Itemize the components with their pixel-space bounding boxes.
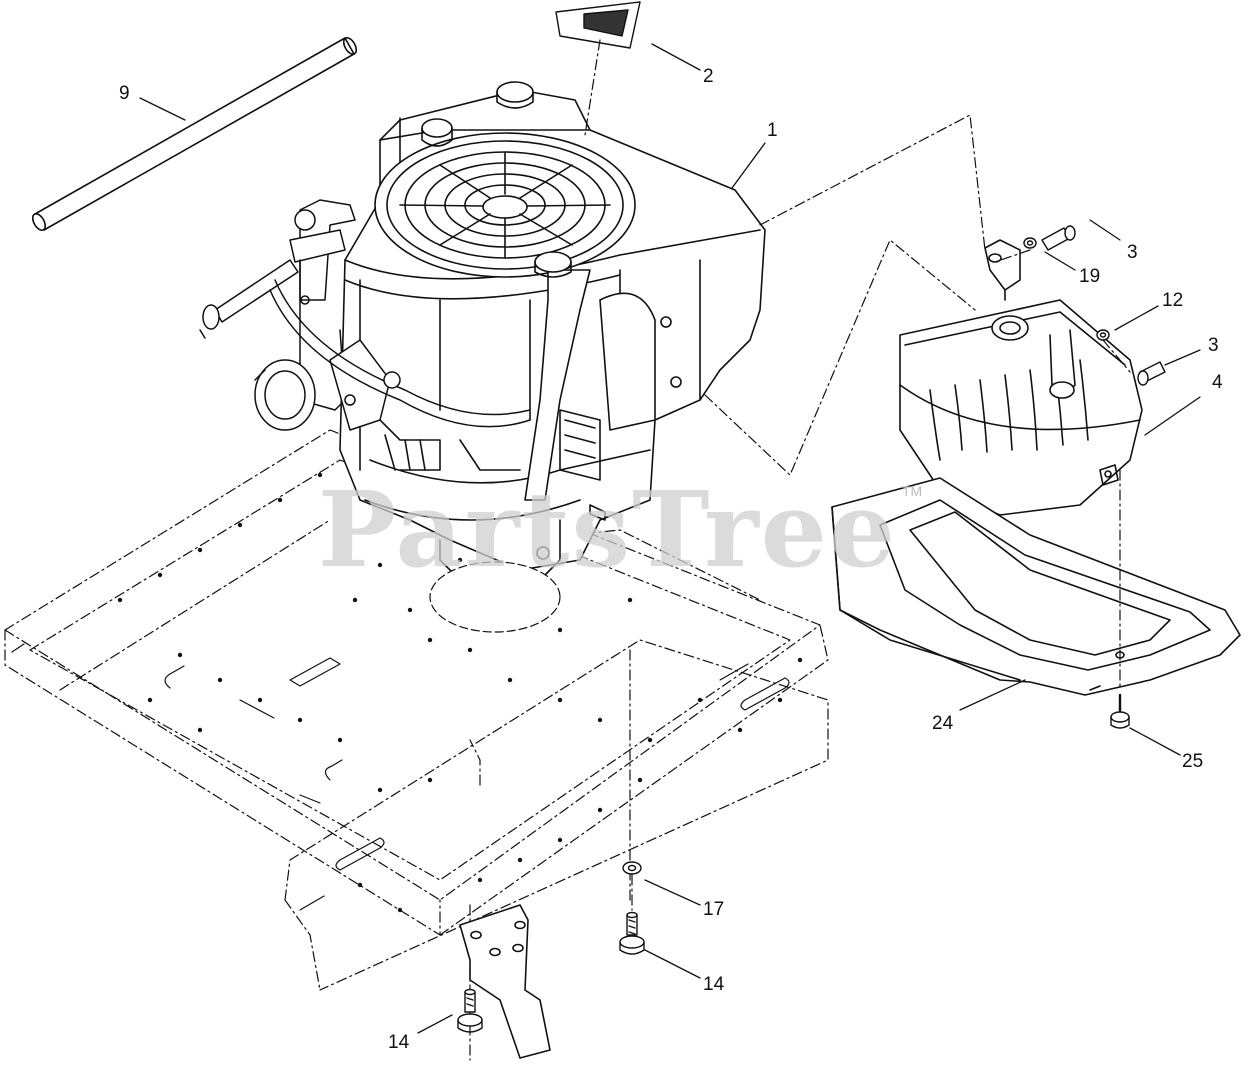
engine-mount-bracket [459,904,551,1059]
decal [555,1,641,49]
decal-leader-dashed [584,39,601,136]
shield-bolt [1110,693,1130,729]
callout-3-upper: 3 [1127,242,1138,263]
frame-slots [11,643,790,911]
leader-lines [139,43,1201,1034]
engine-left-components [199,199,531,431]
frame-chassis [4,429,829,1061]
watermark-logo: PartsTree [318,468,898,591]
callout-3-lower: 3 [1208,335,1219,356]
engine [339,81,766,606]
callout-1: 1 [767,120,778,141]
frame-bolts [457,861,645,1033]
frame-holes [117,472,803,913]
callout-2: 2 [703,66,714,87]
callout-4: 4 [1212,372,1223,393]
callout-12: 12 [1162,290,1184,311]
pto-opening [429,561,561,633]
watermark-trademark: TM [902,483,923,499]
callout-9: 9 [119,83,130,104]
callout-24: 24 [932,713,954,734]
callout-25: 25 [1182,751,1204,772]
muffler-hardware [1023,225,1166,386]
callout-19: 19 [1079,266,1101,287]
muffler [899,239,1143,516]
callout-14-left: 14 [388,1032,410,1053]
callout-14-right: 14 [703,974,725,995]
callout-17: 17 [703,899,725,920]
assembly-lines [631,114,1131,911]
fuel-line [31,37,358,231]
